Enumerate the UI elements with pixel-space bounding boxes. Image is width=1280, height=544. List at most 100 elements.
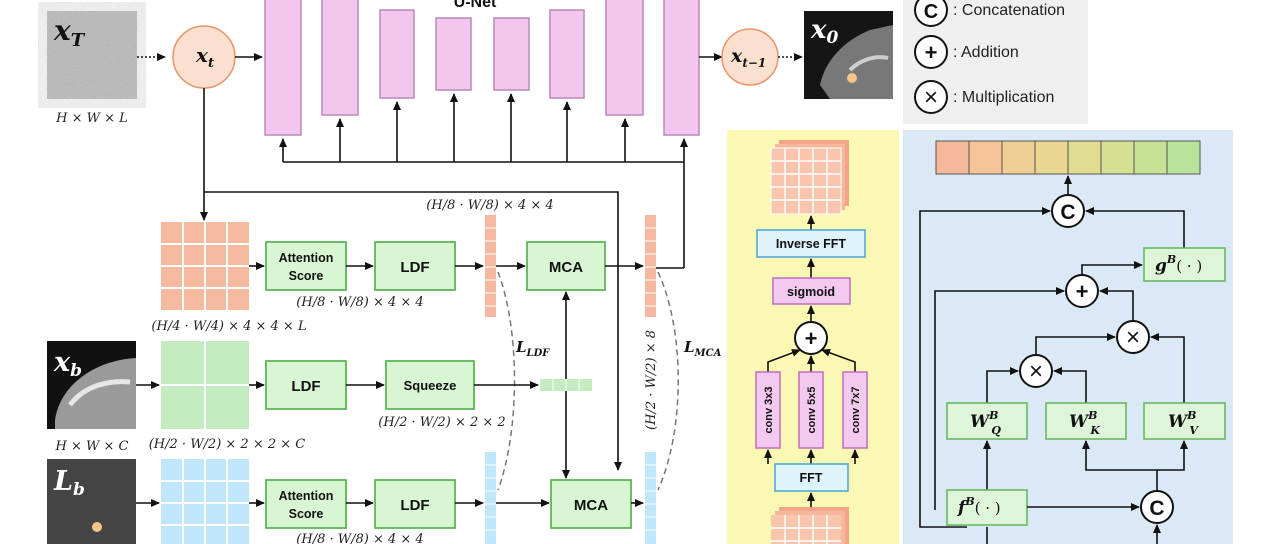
svg-text:C: C [1149, 497, 1164, 520]
conv5-box [798, 371, 824, 449]
dim-grid1: (H/4 · W/4) × 4 × 4 × L [151, 319, 306, 334]
attn2-line2: Score [289, 507, 324, 521]
unet-block-8 [663, 0, 700, 136]
svg-text:xt: xt [195, 43, 214, 71]
attn2-line1: Attention [279, 489, 334, 503]
fft-input-cube [771, 507, 849, 544]
xt1-symbol: x [730, 45, 743, 67]
unet-block-1 [264, 0, 302, 136]
unet-block-2 [321, 0, 359, 116]
ldf-1: LDF [374, 241, 456, 291]
grid-3 [161, 459, 249, 544]
svg-text:+: + [805, 326, 818, 351]
multiply-right-icon [1116, 320, 1150, 354]
conv7-box [842, 371, 868, 449]
dim-top: (H/8 · W/8) × 4 × 4 [426, 198, 553, 213]
svg-text:×: × [1126, 324, 1140, 351]
input-Lb: Lb [47, 459, 136, 544]
f-function-label: fB( · ) [957, 495, 1001, 518]
feature-vector-4 [645, 452, 656, 544]
multiply-left-icon [1019, 354, 1053, 388]
noise-image [47, 11, 137, 99]
f-function-box [946, 489, 1028, 526]
xT-symbol: x [53, 14, 71, 47]
brain-image-xb [55, 358, 136, 429]
loss-ldf: LLDF [515, 338, 550, 359]
svg-text:x0: x0 [810, 15, 839, 48]
wq-box [946, 402, 1028, 440]
xb-sub: b [70, 361, 82, 381]
ldf-2: LDF [265, 360, 347, 410]
conv3-box [755, 371, 781, 449]
strip-cell [1034, 140, 1069, 175]
legend-add: : Addition [953, 44, 1019, 61]
g-function-label: gB( · ) [1155, 253, 1202, 276]
sigmoid-box [772, 277, 851, 305]
unet-block-4 [435, 17, 472, 91]
svg-text:xb: xb [53, 347, 82, 381]
svg-text:xt−1: xt−1 [730, 45, 766, 70]
dim-ldf1: (H/8 · W/8) × 4 × 4 [296, 295, 423, 310]
svg-text:×: × [924, 84, 938, 111]
strip-cell [1001, 140, 1036, 175]
ldf-3: LDF [374, 479, 456, 529]
legend-concat: : Concatenation [953, 2, 1065, 19]
strip-cell [935, 140, 970, 175]
mca-loss-arc [657, 271, 679, 491]
dim-squeeze: (H/2 · W/2) × 2 × 2 [378, 415, 505, 430]
xt-branch-line [204, 191, 622, 471]
loss-mca: LMCA [683, 338, 722, 359]
sigmoid-label: sigmoid [787, 285, 835, 299]
svg-text:C: C [924, 1, 938, 23]
wk-box [1045, 402, 1127, 440]
strip-cell [968, 140, 1003, 175]
x0-symbol: x [810, 15, 827, 45]
mca-1: MCA [526, 241, 606, 291]
g-function-box [1143, 247, 1226, 282]
ldf3-label: LDF [400, 497, 429, 514]
xT-sub: T [71, 30, 86, 51]
ldf2-label: LDF [291, 378, 320, 395]
inverse-fft-label: Inverse FFT [776, 237, 847, 251]
strip-cell [1166, 140, 1201, 175]
unet: U-Net [264, 0, 700, 268]
squeeze-label: Squeeze [404, 378, 457, 393]
conv5-label: conv 5x5 [806, 386, 818, 433]
feature-vector-2 [645, 215, 656, 317]
xt1-sub: t−1 [742, 56, 766, 70]
Lb-sub: b [73, 480, 85, 500]
addition-icon [914, 35, 948, 69]
add-icon [1065, 274, 1099, 308]
legend: C : Concatenation + : Addition × : Multi… [903, 0, 1088, 124]
unet-block-3 [379, 9, 415, 99]
xb-dims: H × W × C [55, 439, 129, 454]
concat-icon [914, 0, 948, 27]
output-strip [935, 140, 1201, 175]
unet-block-6 [549, 9, 585, 99]
attn1-line2: Score [289, 269, 324, 283]
strip-cell [1067, 140, 1102, 175]
Lb-symbol: L [53, 466, 73, 497]
concat-top-icon [1051, 194, 1085, 228]
feature-vector-3 [485, 452, 496, 544]
svg-text:C: C [1060, 201, 1075, 224]
xt-symbol: x [195, 43, 209, 67]
fft-add-icon [794, 321, 828, 355]
xt-sub: t [208, 56, 214, 71]
node-xt: xt [172, 25, 236, 89]
strip-cell [1100, 140, 1135, 175]
input-xb: xb H × W × C [47, 341, 136, 454]
svg-text:+: + [1076, 279, 1089, 304]
wv-box [1143, 402, 1226, 440]
grid-2 [161, 341, 249, 429]
x0-sub: 0 [827, 28, 839, 48]
